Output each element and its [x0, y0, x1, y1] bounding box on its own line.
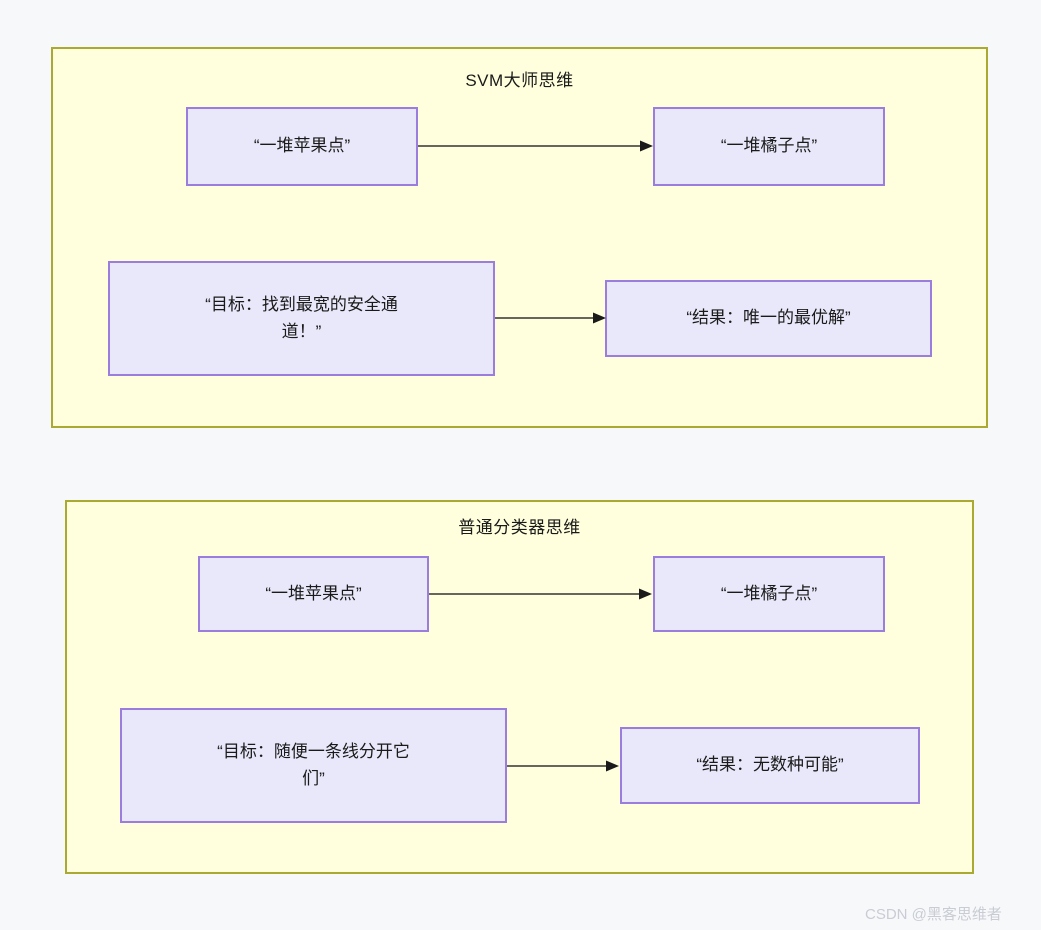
node-label: “结果：唯一的最优解” [686, 308, 851, 328]
node-goal-2[interactable]: “目标：随便一条线分开它 们” [120, 708, 507, 823]
arrowhead-icon [640, 140, 653, 152]
node-label: “目标：随便一条线分开它 们” [217, 742, 410, 788]
node-goal-1[interactable]: “目标：找到最宽的安全通 道！” [108, 261, 495, 376]
node-label: “目标：找到最宽的安全通 道！” [205, 295, 398, 341]
node-label: “一堆苹果点” [265, 583, 362, 603]
node-label: “一堆橘子点” [720, 583, 818, 603]
node-result-1[interactable]: “结果：唯一的最优解” [605, 280, 932, 357]
node-apple-points-1[interactable]: “一堆苹果点” [186, 107, 418, 186]
node-orange-points-2[interactable]: “一堆橘子点” [653, 556, 885, 632]
node-label: “一堆橘子点” [720, 136, 818, 156]
arrowhead-icon [593, 312, 606, 324]
watermark: CSDN @黑客思维者 [865, 906, 1002, 923]
panel-title-svm-master: SVM大师思维 [465, 71, 574, 90]
node-orange-points-1[interactable]: “一堆橘子点” [653, 107, 885, 186]
node-label: “结果：无数种可能” [696, 755, 844, 775]
panel-title-ordinary-classifier: 普通分类器思维 [458, 518, 581, 537]
edge-goal-to-result-2 [507, 760, 619, 772]
arrowhead-icon [639, 588, 652, 600]
edge-apple-to-orange-1 [418, 140, 653, 152]
edge-apple-to-orange-2 [429, 588, 652, 600]
node-result-2[interactable]: “结果：无数种可能” [620, 727, 920, 804]
edge-goal-to-result-1 [495, 312, 606, 324]
node-apple-points-2[interactable]: “一堆苹果点” [198, 556, 429, 632]
node-label: “一堆苹果点” [253, 136, 351, 156]
arrowhead-icon [606, 760, 619, 772]
